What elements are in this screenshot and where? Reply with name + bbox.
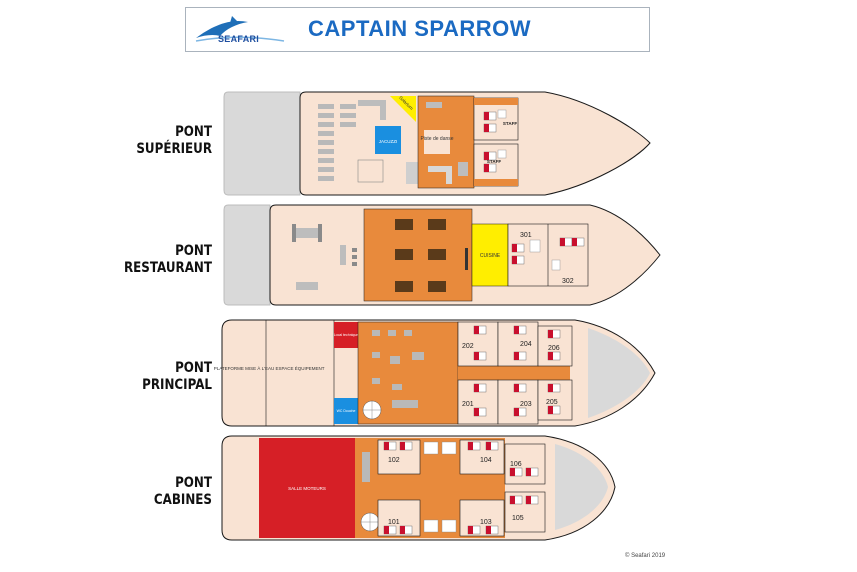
page-title: CAPTAIN SPARROW bbox=[308, 16, 532, 41]
cabin-103-label: 103 bbox=[480, 519, 492, 526]
logo-text: SEAFARI bbox=[218, 34, 260, 44]
cabin-204-label: 204 bbox=[520, 341, 532, 348]
cabin-105-label: 105 bbox=[512, 515, 524, 522]
header-banner: SEAFARI CAPTAIN SPARROW bbox=[185, 7, 650, 52]
dance-label: Piste de danse bbox=[420, 136, 453, 142]
seafari-logo: SEAFARI bbox=[192, 12, 292, 48]
deck-principal: PLATEFORME MISE À L'EAU ESPACE ÉQUIPEMEN… bbox=[214, 319, 656, 427]
staff-label-1: STAFF bbox=[503, 121, 517, 126]
jacuzzi-label: JACUZZI bbox=[379, 139, 398, 144]
technical-label: Local technique bbox=[334, 333, 359, 337]
kitchen-room bbox=[471, 223, 509, 287]
dance-floor bbox=[424, 130, 450, 154]
restaurant-salon bbox=[363, 208, 473, 302]
engine-room bbox=[259, 438, 355, 538]
cabin-101-label: 101 bbox=[388, 519, 400, 526]
cabin-203-label: 203 bbox=[520, 401, 532, 408]
cabin-205-label: 205 bbox=[546, 399, 558, 406]
cabin-302-label: 302 bbox=[562, 278, 574, 285]
deck-restaurant: CUISINE 301 302 bbox=[223, 204, 661, 306]
wc-label: WC Douche bbox=[337, 409, 356, 413]
platform-label: PLATEFORME MISE À L'EAU bbox=[214, 365, 275, 371]
equipment-label: ESPACE ÉQUIPEMENT bbox=[276, 365, 325, 371]
cabin-104 bbox=[459, 439, 505, 475]
deck-superieur: JACUZZI Solarium Piste de danse STAFF ST… bbox=[223, 91, 651, 196]
staff-label-2: STAFF bbox=[487, 159, 501, 164]
kitchen-label: CUISINE bbox=[480, 253, 501, 259]
wc-room bbox=[334, 398, 358, 424]
cabin-301-label: 301 bbox=[520, 232, 532, 239]
cabin-206-label: 206 bbox=[548, 345, 560, 352]
cabin-106-label: 106 bbox=[510, 461, 522, 468]
cabin-106 bbox=[504, 443, 546, 485]
cabin-104-label: 104 bbox=[480, 457, 492, 464]
cabin-201-label: 201 bbox=[462, 401, 474, 408]
deck-cabines: SALLE MOTEURS 102 104 106 101 103 105 bbox=[221, 435, 616, 541]
engine-label: SALLE MOTEURS bbox=[288, 486, 326, 491]
technical-room bbox=[334, 322, 358, 348]
solarium-area bbox=[390, 96, 416, 122]
jacuzzi-room bbox=[375, 126, 401, 154]
cabin-102-label: 102 bbox=[388, 457, 400, 464]
cabin-202-label: 202 bbox=[462, 343, 474, 350]
copyright-text: © Seafari 2019 bbox=[625, 553, 666, 559]
